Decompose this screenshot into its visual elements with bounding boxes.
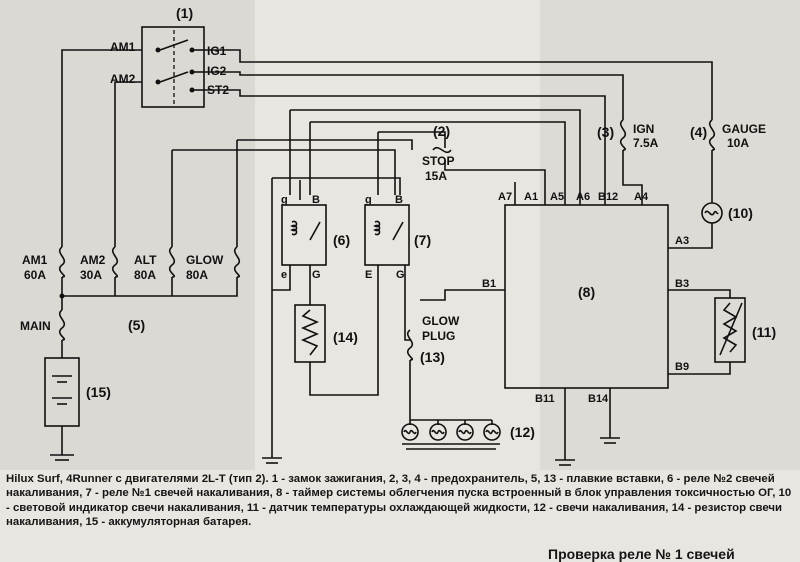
relay7-pin-G: G [396, 269, 405, 281]
wiring-diagram: (1) AM1 AM2 IG1 IG2 ST2 [20, 5, 776, 466]
relay7-number: (7) [414, 232, 431, 248]
switch-terminal-am1: AM1 [110, 40, 136, 54]
relay6-number: (6) [333, 232, 350, 248]
glow-plug-resistor: (14) [294, 304, 358, 363]
ignition-switch-number: (1) [176, 5, 193, 21]
timer-pin-a1: A1 [524, 191, 538, 203]
relay7-pin-b: B [395, 194, 403, 206]
timer-pin-a5: A5 [550, 191, 564, 203]
relay6-pin-g: g [281, 194, 288, 206]
caption-title: Hilux Surf, 4Runner с двигателями 2L-T (… [6, 473, 269, 485]
link-glow-name: GLOW [186, 253, 224, 267]
link-am1-name: AM1 [22, 253, 48, 267]
fuse-ign-rating: 7.5A [633, 136, 659, 150]
fuse4-number: (4) [690, 124, 707, 140]
fuse-stop-name: STOP [422, 154, 454, 168]
timer-box [504, 204, 669, 389]
timer-pin-a7: A7 [498, 191, 512, 203]
background-page-left [0, 0, 255, 470]
relay7-pin-E: E [365, 269, 372, 281]
switch-terminal-ig2: IG2 [207, 64, 227, 78]
resistor-number: (14) [333, 329, 358, 345]
coolant-temp-sensor: (11) [714, 297, 776, 363]
ground-symbols [262, 437, 620, 466]
main-link-and-battery: MAIN (5) (15) [20, 296, 145, 461]
section-heading: Проверка реле № 1 свечей [548, 546, 735, 562]
fuse2-number: (2) [433, 123, 450, 139]
relay6-pin-b: B [312, 194, 320, 206]
link-main-name: MAIN [20, 319, 51, 333]
main-number: (5) [128, 317, 145, 333]
ignition-switch-box [141, 26, 205, 108]
glow-timer: A7 A1 A5 A6 B12 A4 A3 B1 B3 B9 B11 B14 (… [420, 191, 731, 460]
link-glow-rating: 80A [186, 268, 208, 282]
glow-relay-2: g B e G (6) [272, 194, 350, 305]
timer-pin-b14: B14 [588, 393, 609, 405]
link-am2-rating: 30A [80, 268, 102, 282]
fuse-ign-name: IGN [633, 122, 654, 136]
glow-plug-label-1: GLOW [422, 314, 460, 328]
fuse-ign: (3) IGN 7.5A [597, 119, 659, 151]
fuse-gauge: (4) GAUGE 10A [690, 119, 766, 203]
timer-pin-b1: B1 [482, 278, 496, 290]
sensor-number: (11) [752, 324, 776, 340]
indicator-number: (10) [728, 205, 753, 221]
fuse-stop-rating: 15A [425, 169, 447, 183]
link-alt-name: ALT [134, 253, 157, 267]
link-alt-rating: 80A [134, 268, 156, 282]
glow-indicator-lamp: (10) [668, 202, 753, 249]
switch-terminal-ig1: IG1 [207, 44, 227, 58]
fusible-links: AM1 60A AM2 30A ALT 80A GLOW 80A [22, 246, 241, 299]
background-page-right [540, 0, 800, 470]
fuse3-number: (3) [597, 124, 614, 140]
timer-pin-b3: B3 [675, 278, 689, 290]
relay7-pin-g: g [365, 194, 372, 206]
relay6-pin-e: e [281, 269, 287, 281]
fuse-gauge-rating: 10A [727, 136, 749, 150]
link-am2-name: AM2 [80, 253, 106, 267]
switch-output-wires [61, 49, 713, 458]
fuse-stop: (2) STOP 15A [422, 123, 454, 183]
relay6-pin-G: G [312, 269, 321, 281]
timer-pin-a4: A4 [634, 191, 649, 203]
plug13-number: (13) [420, 349, 445, 365]
caption-text: 1 - замок зажигания, 2, 3, 4 - предохран… [6, 473, 792, 529]
ignition-switch: (1) AM1 AM2 IG1 IG2 ST2 [110, 5, 229, 108]
fuse-gauge-name: GAUGE [722, 122, 766, 136]
link-am1-rating: 60A [24, 268, 46, 282]
glow-relay-1: g B E G (7) [309, 194, 431, 396]
timer-number: (8) [578, 284, 595, 300]
timer-pin-b12: B12 [598, 191, 618, 203]
figure-caption: Hilux Surf, 4Runner с двигателями 2L-T (… [6, 472, 796, 530]
battery-box [44, 357, 80, 427]
glow-plug-label-2: PLUG [422, 329, 455, 343]
battery-number: (15) [86, 384, 111, 400]
switch-terminal-am2: AM2 [110, 72, 136, 86]
plugs-number: (12) [510, 424, 535, 440]
timer-pin-a3: A3 [675, 235, 689, 247]
glow-plug-fusible-link: GLOW PLUG (13) [406, 314, 460, 420]
glow-plugs: (12) [401, 419, 535, 450]
timer-pin-a6: A6 [576, 191, 590, 203]
timer-pin-b9: B9 [675, 361, 689, 373]
timer-pin-b11: B11 [535, 393, 555, 405]
